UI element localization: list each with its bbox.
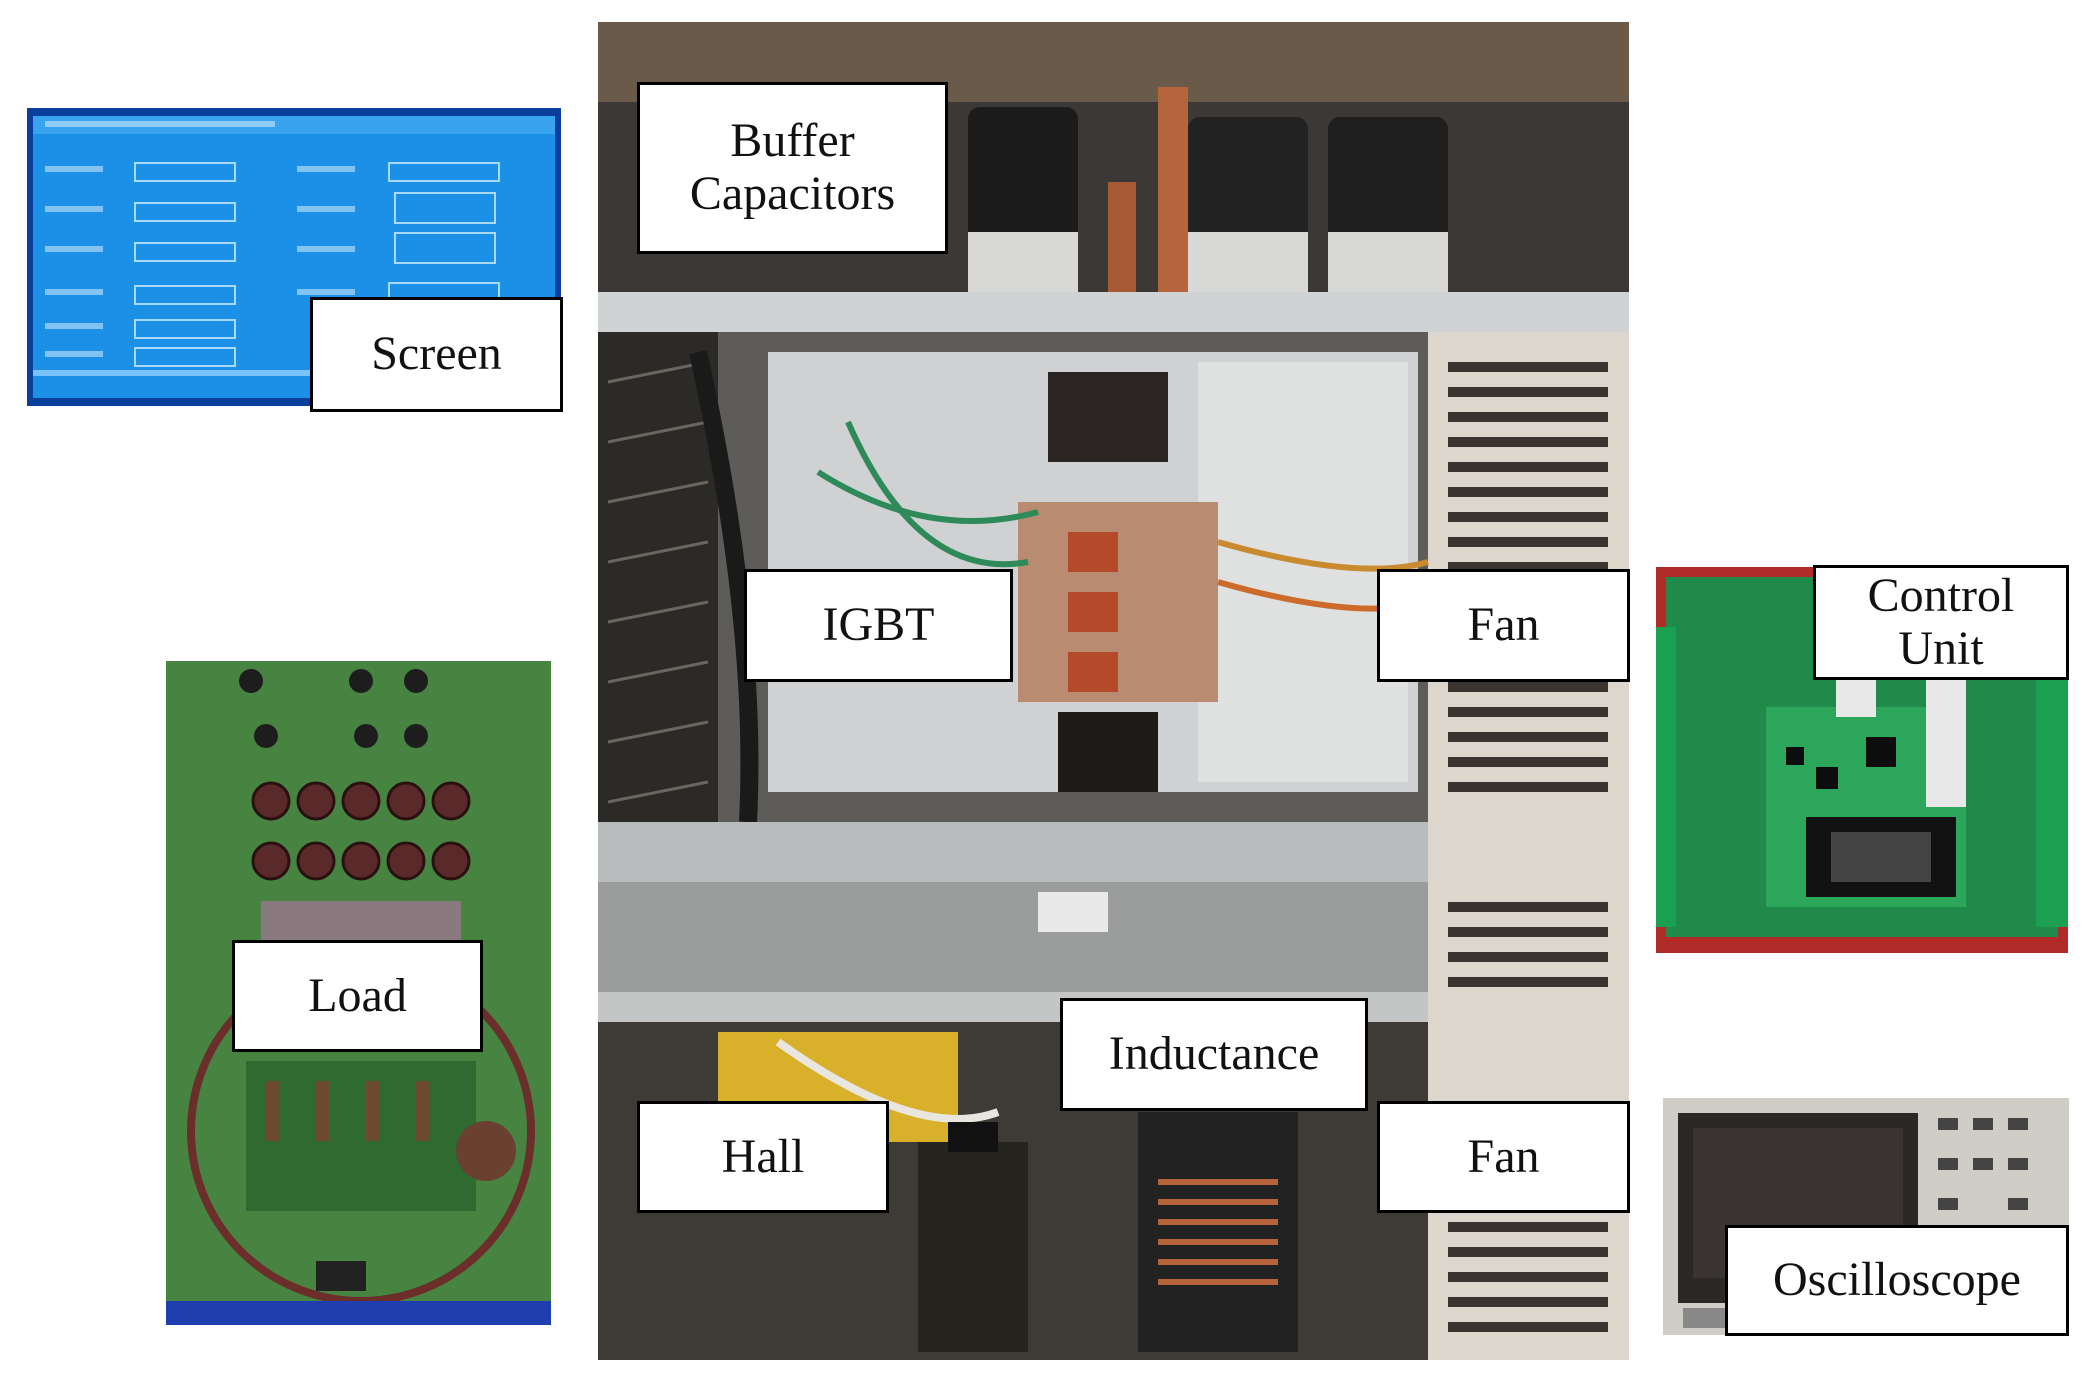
fan-lower-label: Fan	[1377, 1101, 1630, 1213]
igbt-label-text: IGBT	[822, 598, 935, 652]
control-unit-label-line2: Unit	[1898, 621, 1984, 675]
load-label: Load	[232, 940, 483, 1052]
inductance-label-text: Inductance	[1108, 1027, 1320, 1081]
screen-label-text: Screen	[371, 327, 502, 381]
screen-label: Screen	[310, 297, 563, 412]
buffer-capacitors-label: Buffer Capacitors	[637, 82, 948, 254]
fan-lower-label-text: Fan	[1467, 1129, 1540, 1183]
fan-upper-label: Fan	[1377, 569, 1630, 682]
hall-label: Hall	[637, 1101, 889, 1213]
screen-photo	[27, 108, 561, 406]
load-label-text: Load	[308, 968, 407, 1022]
buffer-capacitors-label-line2: Capacitors	[689, 167, 896, 220]
igbt-label: IGBT	[744, 569, 1013, 682]
buffer-capacitors-label-line1: Buffer	[730, 114, 855, 168]
load-photo	[166, 661, 551, 1325]
oscilloscope-label-text: Oscilloscope	[1773, 1253, 2021, 1307]
oscilloscope-label: Oscilloscope	[1725, 1225, 2069, 1336]
inductance-label: Inductance	[1060, 998, 1368, 1111]
hall-label-text: Hall	[721, 1129, 805, 1183]
fan-upper-label-text: Fan	[1467, 598, 1540, 652]
control-unit-label: Control Unit	[1813, 565, 2069, 680]
control-unit-label-line1: Control	[1867, 568, 2015, 622]
